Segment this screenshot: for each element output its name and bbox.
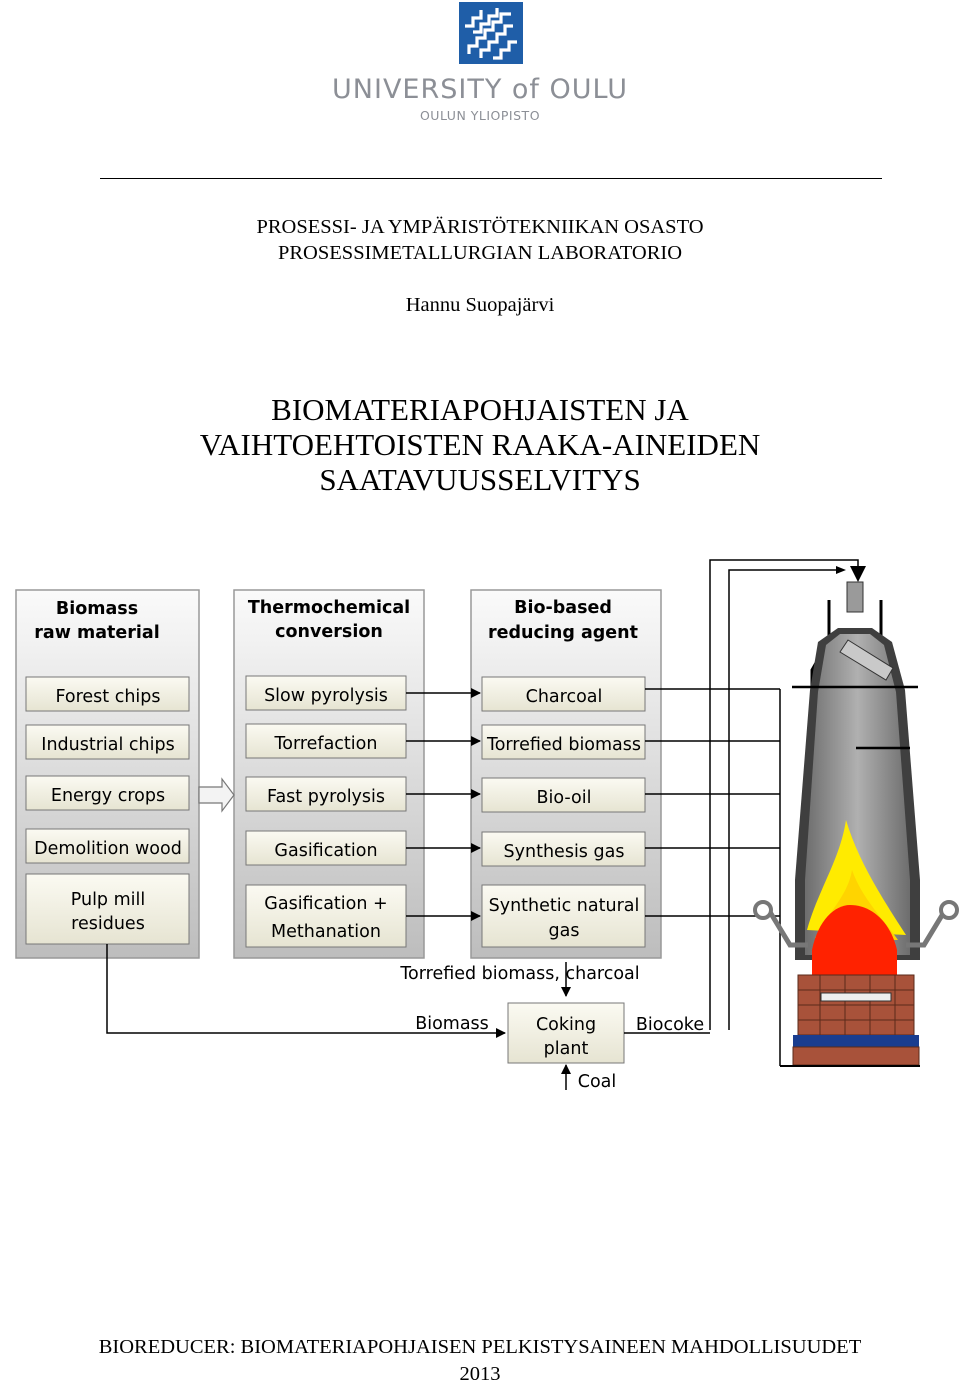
reducing-agent-label: Charcoal <box>526 687 603 707</box>
reducing-agent-label: Synthesis gas <box>504 842 625 862</box>
raw-material-boxes: Forest chips Industrial chips Energy cro… <box>25 676 190 945</box>
reducing-agent-label: Bio-oil <box>537 788 592 808</box>
tuyere-pipe <box>906 910 947 948</box>
project-name: BIOREDUCER: BIOMATERIAPOHJAISEN PELKISTY… <box>98 1336 862 1358</box>
raw-material-heading: Biomass <box>56 599 138 619</box>
raw-material-box <box>25 724 190 760</box>
biomass-flow-label: Biomass <box>415 1014 489 1034</box>
flame-red <box>812 905 897 975</box>
conversion-box <box>245 675 407 711</box>
university-name-finnish: OULUN YLIOPISTO <box>419 108 541 123</box>
conversion-label: Slow pyrolysis <box>264 686 388 706</box>
tuyere-pipe <box>767 910 808 948</box>
reducing-agent-label: Torrefied biomass <box>486 735 641 755</box>
raw-material-label: Demolition wood <box>34 839 182 859</box>
biocoke-label: Biocoke <box>636 1015 704 1035</box>
tuyere-valve-icon <box>753 900 773 920</box>
conversion-boxes: Slow pyrolysis Torrefaction Fast pyrolys… <box>245 675 407 948</box>
furnace-base <box>793 1035 919 1047</box>
torrefied-flow-label: Torrefied biomass, charcoal <box>399 964 639 984</box>
furnace-bell <box>839 639 894 681</box>
raw-material-label: residues <box>71 914 145 934</box>
reducing-agent-box <box>481 884 646 948</box>
university-logo: UNIVERSITY of OULU OULUN YLIOPISTO <box>0 0 960 130</box>
reducing-agent-box <box>481 831 646 867</box>
conversion-heading: conversion <box>275 622 383 642</box>
conversion-label: Fast pyrolysis <box>267 787 385 807</box>
blast-furnace <box>753 581 959 1067</box>
reducing-agent-label: Synthetic natural <box>489 896 640 916</box>
injection-lines <box>645 688 781 1066</box>
charging-arrow-icon <box>836 566 846 574</box>
reducing-agent-boxes: Charcoal Torrefied biomass Bio-oil Synth… <box>481 676 646 948</box>
reducing-agent-box <box>481 676 646 712</box>
reducing-agent-box <box>481 724 646 760</box>
raw-material-box <box>25 676 190 712</box>
conversion-arrows <box>406 688 481 921</box>
raw-material-label: Energy crops <box>51 786 165 806</box>
university-emblem-icon <box>459 2 523 64</box>
tuyere-valve-icon <box>939 900 959 920</box>
raw-material-box <box>25 873 190 945</box>
title-line: SAATAVUUSSELVITYS <box>319 462 641 497</box>
raw-material-box <box>25 828 190 864</box>
raw-material-heading: raw material <box>34 623 159 643</box>
title-line: VAIHTOEHTOISTEN RAAKA-AINEIDEN <box>199 427 761 462</box>
author-name: Hannu Suopajärvi <box>405 294 555 316</box>
furnace-foundation <box>792 1046 920 1066</box>
hearth-grate <box>820 992 892 1002</box>
raw-material-box <box>25 775 190 811</box>
title-line: BIOMATERIAPOHJAISTEN JA <box>271 392 689 427</box>
feed-arrow <box>198 777 235 813</box>
department: PROSESSI- JA YMPÄRISTÖTEKNIIKAN OSASTO P… <box>0 214 960 266</box>
charging-line <box>728 569 838 1030</box>
conversion-box <box>245 723 407 759</box>
raw-material-label: Pulp mill <box>71 890 146 910</box>
reducing-agent-label: gas <box>549 921 580 941</box>
conversion-box <box>245 830 407 866</box>
conversion-label: Torrefaction <box>274 734 378 754</box>
charging-arrow-icon <box>850 566 866 582</box>
coking-plant-label: Coking <box>536 1015 596 1035</box>
bioreducer-process-diagram: Biomass raw material Thermochemical conv… <box>15 559 959 1092</box>
conversion-label: Methanation <box>271 922 381 942</box>
reducing-agent-heading: reducing agent <box>488 623 638 643</box>
university-name: UNIVERSITY of OULU <box>332 74 628 105</box>
reducing-agent-box <box>481 777 646 813</box>
coking-plant-box <box>507 1002 625 1064</box>
raw-material-label: Forest chips <box>55 687 160 707</box>
publication-year: 2013 <box>459 1363 501 1385</box>
biomass-flow-line <box>106 944 506 1038</box>
report-title: BIOMATERIAPOHJAISTEN JA VAIHTOEHTOISTEN … <box>0 392 960 497</box>
reducing-agent-heading: Bio-based <box>514 598 612 618</box>
conversion-label: Gasification + <box>264 894 387 914</box>
brick-pattern <box>798 975 914 1035</box>
laboratory-line: PROSESSIMETALLURGIAN LABORATORIO <box>277 242 683 264</box>
flame-yellow <box>807 820 906 935</box>
conversion-label: Gasification <box>274 841 377 861</box>
conversion-heading: Thermochemical <box>248 598 410 618</box>
department-line: PROSESSI- JA YMPÄRISTÖTEKNIIKAN OSASTO <box>256 216 704 238</box>
coking-plant-label: plant <box>544 1039 589 1059</box>
furnace-top-chute <box>846 581 864 613</box>
raw-material-label: Industrial chips <box>41 735 174 755</box>
header-divider <box>100 178 882 179</box>
coal-label: Coal <box>578 1072 617 1092</box>
conversion-box <box>245 884 407 948</box>
